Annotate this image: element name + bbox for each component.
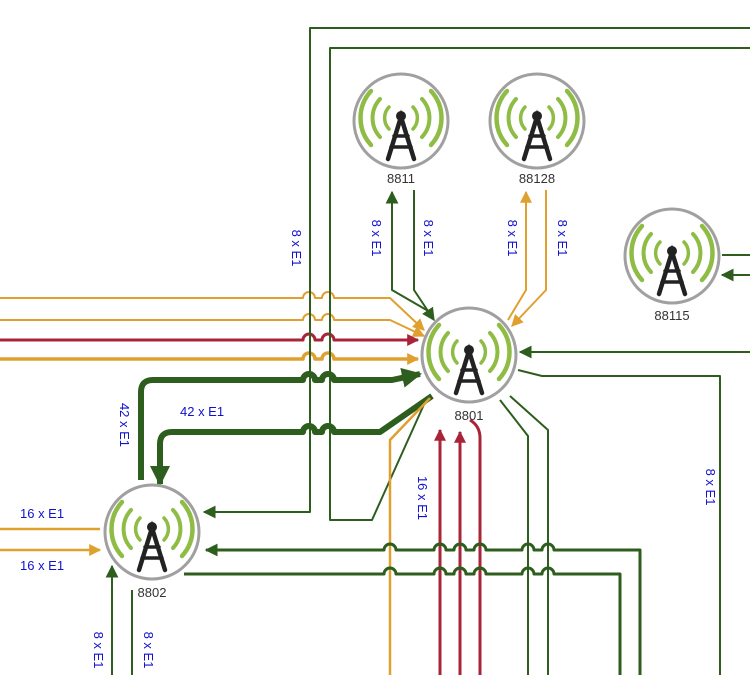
label-88128-down: 8 x E1 [555, 220, 570, 257]
link-88128-up [507, 190, 532, 321]
label-top-left: 8 x E1 [289, 230, 304, 267]
label-16-top: 16 x E1 [20, 506, 64, 521]
node-88115[interactable] [623, 207, 721, 305]
antenna-tower-icon [623, 207, 721, 305]
link-bottom-2 [184, 566, 622, 675]
link-88128-down [511, 190, 547, 327]
links [0, 27, 750, 675]
antenna-tower-icon [488, 72, 586, 170]
node-8811-label: 8811 [387, 171, 415, 186]
label-8811-up: 8 x E1 [369, 220, 384, 257]
label-16-vertical: 16 x E1 [415, 476, 430, 520]
label-8802-left: 8 x E1 [91, 632, 106, 669]
link-42-up [138, 367, 422, 480]
node-88115-label: 88115 [654, 308, 689, 323]
link-left-orange-1 [0, 291, 425, 331]
link-left-red [0, 332, 420, 346]
label-88128-up: 8 x E1 [505, 220, 520, 257]
link-bottom-1 [204, 542, 642, 675]
link-8801-down-1 [499, 399, 529, 675]
link-red-3 [469, 418, 482, 675]
label-8802-right: 8 x E1 [141, 632, 156, 669]
link-8801-orange-down [388, 397, 431, 675]
antenna-tower-icon [103, 483, 201, 581]
label-8811-down: 8 x E1 [421, 220, 436, 257]
link-right-down [517, 369, 721, 675]
link-top-loop-1 [202, 27, 750, 519]
link-8801-down-2 [509, 395, 549, 675]
link-labels: 8 x E1 8 x E1 8 x E1 8 x E1 8 x E1 42 x … [20, 220, 718, 669]
antenna-tower-icon [420, 306, 518, 404]
link-left-orange-2 [0, 313, 426, 337]
nodes: 8811 88128 [103, 72, 721, 600]
label-right: 8 x E1 [703, 469, 718, 506]
label-42-horizontal: 42 x E1 [180, 404, 224, 419]
node-8811[interactable] [352, 72, 450, 170]
label-16-bottom: 16 x E1 [20, 558, 64, 573]
node-88128[interactable] [488, 72, 586, 170]
node-8801[interactable] [420, 306, 518, 404]
antenna-tower-icon [352, 72, 450, 170]
link-8811-up [385, 190, 431, 313]
node-8802-label: 8802 [138, 585, 167, 600]
node-8802[interactable] [103, 483, 201, 581]
link-left-orange-thick [0, 351, 420, 365]
label-42-vertical: 42 x E1 [117, 403, 132, 447]
node-88128-label: 88128 [519, 171, 555, 186]
link-8811-down [413, 190, 435, 322]
node-8801-label: 8801 [455, 408, 484, 423]
